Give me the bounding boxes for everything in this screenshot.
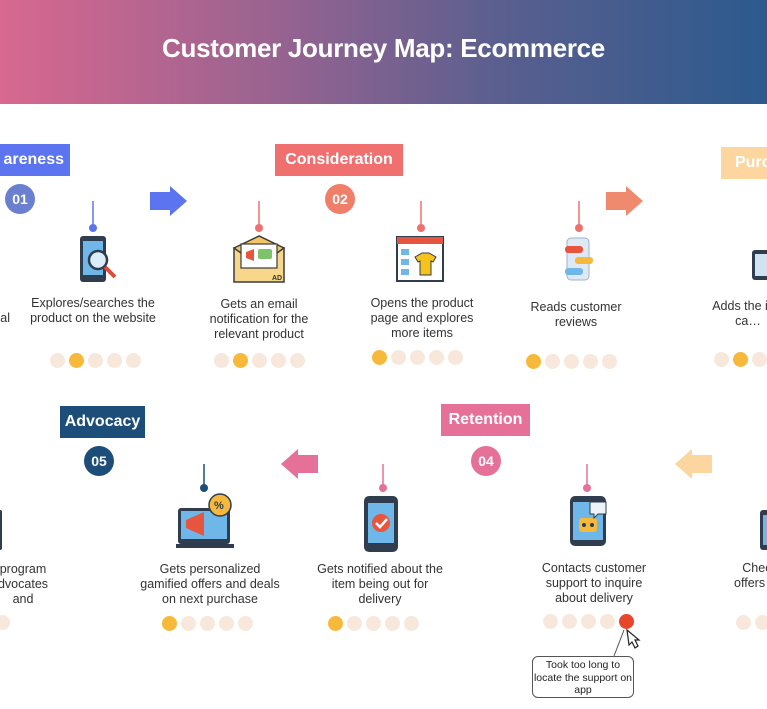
support-bot-icon (570, 496, 607, 546)
emotion-face-icon (126, 353, 141, 368)
emotion-face-icon (366, 616, 381, 631)
stage-label-purchase: Purc (721, 147, 767, 179)
emotion-face-icon (0, 615, 10, 630)
svg-text:%: % (214, 500, 224, 512)
emotion-face-icon (372, 350, 387, 365)
touchpoint-text: Explores/searches the product on the web… (30, 296, 156, 325)
emotion-face-icon (564, 354, 579, 369)
pain-point-note: Took too long to locate the support on a… (532, 656, 634, 698)
emotion-face-icon (69, 353, 84, 368)
emotion-face-icon (526, 354, 541, 369)
touchpoint-text: Gets notified about the item being out f… (317, 562, 443, 606)
stage-label-retention: Retention (441, 404, 530, 436)
stage-number: 04 (478, 453, 494, 469)
cart-icon (752, 250, 767, 280)
stage-label-consideration: Consideration (275, 144, 403, 176)
arrow-left-icon (675, 449, 712, 479)
emotion-face-icon (543, 614, 558, 629)
header-banner: Customer Journey Map: Ecommerce (0, 0, 767, 104)
emotion-face-icon (233, 353, 248, 368)
emotion-face-icon (347, 616, 362, 631)
emotion-face-icon (391, 350, 406, 365)
hand-pointer-icon (626, 628, 641, 649)
phone-search-icon (80, 236, 117, 282)
svg-text:AD: AD (272, 275, 282, 282)
touchpoint-text: Gets personalized gamified offers and de… (140, 562, 280, 606)
product-page-icon (396, 236, 444, 282)
touchpoint-text: Opens the product page and explores more… (370, 296, 474, 340)
stage-number: 05 (91, 453, 107, 469)
emotion-face-icon (200, 616, 215, 631)
emotion-face-icon (429, 350, 444, 365)
page-title: Customer Journey Map: Ecommerce (162, 33, 605, 63)
phone-icon (760, 510, 767, 550)
emotion-face-icon (385, 616, 400, 631)
emotion-face-icon (448, 350, 463, 365)
phone-check-icon (364, 496, 398, 552)
touchpoint-text: al (0, 311, 10, 325)
emotion-face-icon (581, 614, 596, 629)
emotion-face-icon (181, 616, 196, 631)
emotion-face-icon (162, 616, 177, 631)
stage-number: 02 (332, 191, 348, 207)
touchpoint-text: Reads customer reviews (530, 300, 622, 329)
emotion-face-icon (755, 615, 767, 630)
offers-megaphone-icon: % (176, 493, 234, 548)
emotion-face-icon (545, 354, 560, 369)
emotion-face-icon (733, 352, 748, 367)
emotion-face-icon (50, 353, 65, 368)
emotion-face-icon (219, 616, 234, 631)
emotion-face-icon (238, 616, 253, 631)
device-icon (0, 510, 2, 550)
emotion-face-icon (602, 354, 617, 369)
touchpoint-text: Adds the it… ca… (712, 299, 767, 328)
emotion-face-icon (714, 352, 729, 367)
email-ad-icon: AD (232, 235, 286, 283)
stage-label-advocacy: Advocacy (60, 406, 145, 438)
emotion-face-icon (562, 614, 577, 629)
emotion-face-icon (290, 353, 305, 368)
emotion-face-icon (619, 614, 634, 629)
emotion-face-icon (583, 354, 598, 369)
stage-label-awareness: areness (0, 144, 70, 176)
emotion-face-icon (271, 353, 286, 368)
stage-number: 01 (12, 191, 28, 207)
emotion-face-icon (88, 353, 103, 368)
touchpoint-text: Gets an email notification for the relev… (209, 297, 309, 341)
emotion-face-icon (410, 350, 425, 365)
reviews-phone-icon (565, 237, 593, 281)
emotion-face-icon (600, 614, 615, 629)
touchpoint-text: Contacts customer support to inquire abo… (541, 561, 647, 605)
arrow-right-icon (150, 186, 187, 216)
touchpoint-text: Check offers the (734, 561, 767, 590)
emotion-face-icon (736, 615, 751, 630)
emotion-face-icon (328, 616, 343, 631)
arrow-left-icon (281, 449, 318, 479)
emotion-face-icon (752, 352, 767, 367)
emotion-face-icon (252, 353, 267, 368)
emotion-face-icon (107, 353, 122, 368)
touchpoint-text: program dvocates and (0, 562, 49, 606)
emotion-face-icon (214, 353, 229, 368)
arrow-right-icon (606, 186, 643, 216)
emotion-face-icon (404, 616, 419, 631)
